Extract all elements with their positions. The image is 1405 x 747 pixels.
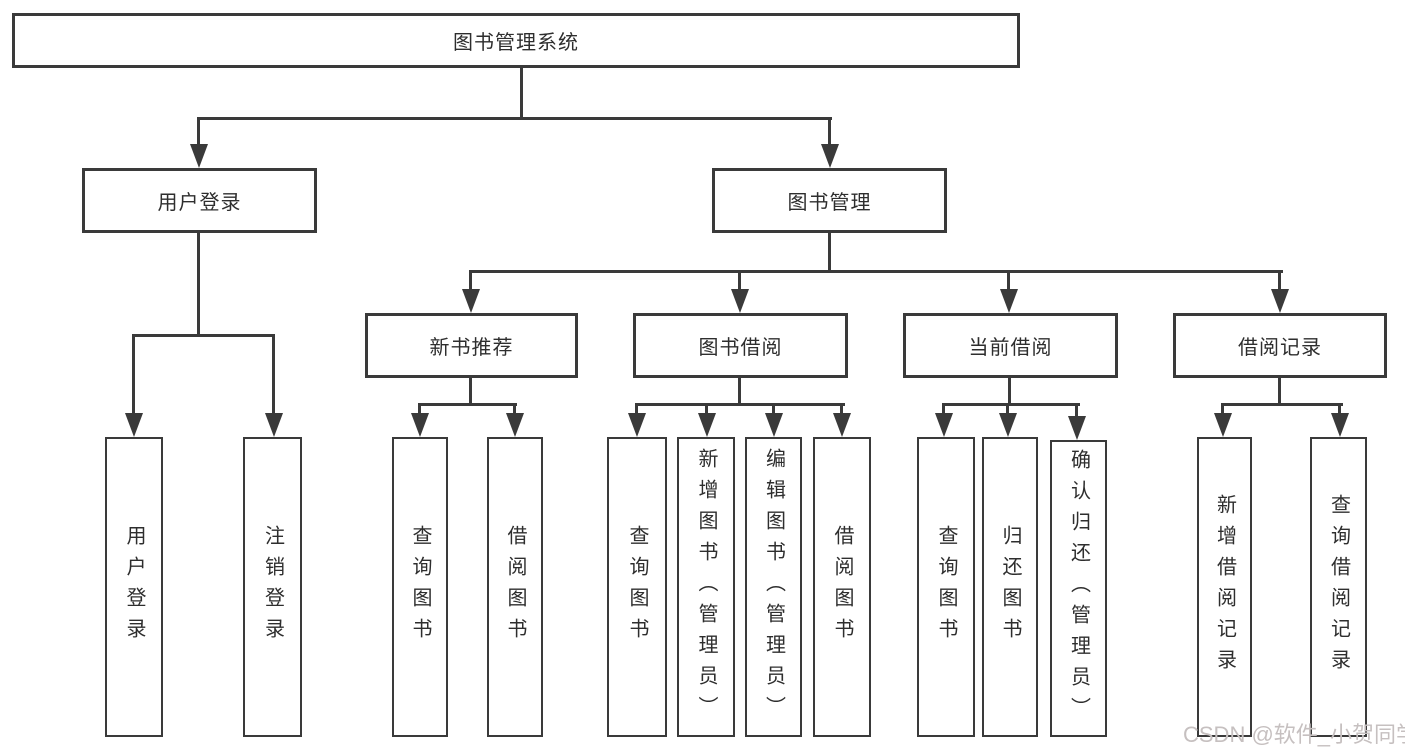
connector-line [1221,403,1224,416]
connector-line [418,403,517,406]
connector-line [132,334,135,416]
connector-line [772,403,775,416]
connector-line [520,68,523,120]
node-book-borrow: 图书借阅 [633,313,848,378]
leaf-add-borrow-record-label: 新增借阅记录 [1213,494,1236,680]
leaf-add-book-admin-label: 新增图书（管理员） [695,447,717,727]
arrow-down-icon [833,413,851,437]
arrow-down-icon [628,413,646,437]
connector-line [840,403,843,416]
node-user-login: 用户登录 [82,168,317,233]
node-root-label: 图书管理系统 [453,32,579,54]
leaf-edit-book-admin-label: 编辑图书（管理员） [762,447,785,727]
connector-line [1075,403,1078,416]
connector-line [1278,378,1281,405]
leaf-query-borrow-record-label: 查询借阅记录 [1327,494,1350,680]
leaf-query-books-current: 查询图书 [917,437,975,737]
leaf-confirm-return-admin: 确认归还（管理员） [1050,440,1107,737]
connector-line [1006,403,1009,416]
connector-line [828,117,831,148]
leaf-query-books-recommend-label: 查询图书 [409,525,431,649]
node-borrow-records-label: 借阅记录 [1238,337,1322,359]
arrow-down-icon [935,413,953,437]
arrow-down-icon [698,413,716,437]
connector-line [418,403,421,416]
connector-line [469,270,472,292]
arrow-down-icon [999,413,1017,437]
connector-line [513,403,516,416]
arrow-down-icon [821,144,839,168]
leaf-query-books-borrow-label: 查询图书 [626,525,648,649]
arrow-down-icon [731,289,749,313]
arrow-down-icon [265,413,283,437]
leaf-logout-label: 注销登录 [261,525,284,649]
leaf-add-book-admin: 新增图书（管理员） [677,437,735,737]
connector-line [705,403,708,416]
arrow-down-icon [1271,289,1289,313]
leaf-return-book-label: 归还图书 [999,525,1021,649]
leaf-edit-book-admin: 编辑图书（管理员） [745,437,802,737]
node-current-borrow: 当前借阅 [903,313,1118,378]
arrow-down-icon [1000,289,1018,313]
node-borrow-records: 借阅记录 [1173,313,1387,378]
leaf-borrow-books-recommend-label: 借阅图书 [504,525,526,649]
leaf-borrow-books: 借阅图书 [813,437,871,737]
arrow-down-icon [125,413,143,437]
connector-line [738,270,741,292]
watermark: CSDN @软件_小贺同学 [1183,722,1405,747]
connector-line [828,233,831,273]
connector-line [635,403,845,406]
node-new-book-recommend: 新书推荐 [365,313,578,378]
node-root: 图书管理系统 [12,13,1020,68]
leaf-add-borrow-record: 新增借阅记录 [1197,437,1252,737]
connector-line [738,378,741,405]
connector-line [197,117,200,148]
connector-line [1338,403,1341,416]
leaf-borrow-books-label: 借阅图书 [831,525,853,649]
leaf-query-books-recommend: 查询图书 [392,437,448,737]
node-book-borrow-label: 图书借阅 [698,337,783,359]
node-user-login-label: 用户登录 [157,192,242,214]
connector-line [942,403,945,416]
leaf-logout: 注销登录 [243,437,302,737]
arrow-down-icon [765,413,783,437]
leaf-query-books-current-label: 查询图书 [935,525,957,649]
connector-line [272,334,275,416]
connector-line [132,334,275,337]
node-new-book-recommend-label: 新书推荐 [429,337,514,359]
node-current-borrow-label: 当前借阅 [968,337,1053,359]
connector-line [469,270,1283,273]
connector-line [942,403,1080,406]
connector-line [635,403,638,416]
node-book-management-label: 图书管理 [787,192,872,214]
arrow-down-icon [1331,413,1349,437]
leaf-return-book: 归还图书 [982,437,1038,737]
leaf-query-borrow-record: 查询借阅记录 [1310,437,1367,737]
connector-line [1007,270,1010,292]
arrow-down-icon [1068,416,1086,440]
connector-line [1278,270,1281,292]
leaf-borrow-books-recommend: 借阅图书 [487,437,543,737]
connector-line [198,117,832,120]
connector-line [469,378,472,405]
connector-line [1008,378,1011,405]
arrow-down-icon [1214,413,1232,437]
arrow-down-icon [462,289,480,313]
node-book-management: 图书管理 [712,168,947,233]
connector-line [1221,403,1343,406]
arrow-down-icon [411,413,429,437]
leaf-user-login: 用户登录 [105,437,163,737]
arrow-down-icon [190,144,208,168]
arrow-down-icon [506,413,524,437]
leaf-query-books-borrow: 查询图书 [607,437,667,737]
connector-line [197,233,200,337]
leaf-confirm-return-admin-label: 确认归还（管理员） [1067,449,1090,728]
leaf-user-login-label: 用户登录 [123,525,145,649]
